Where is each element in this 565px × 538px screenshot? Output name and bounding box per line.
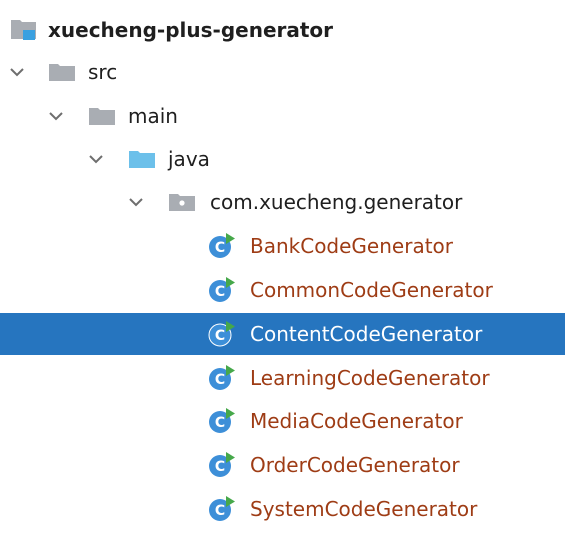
main-label: main (128, 104, 178, 128)
class-label: MediaCodeGenerator (250, 409, 463, 433)
tree-row-class-selected[interactable]: C ContentCodeGenerator (0, 313, 565, 355)
tree-row-main[interactable]: main (0, 96, 565, 136)
tree-row-src[interactable]: src (0, 52, 565, 92)
source-root-folder-icon (128, 145, 156, 173)
svg-text:C: C (215, 503, 225, 519)
src-label: src (88, 60, 118, 84)
svg-text:C: C (215, 459, 225, 475)
runnable-class-icon: C (208, 364, 236, 392)
chevron-down-icon[interactable] (127, 193, 145, 211)
runnable-class-icon: C (208, 495, 236, 523)
svg-text:C: C (215, 240, 225, 256)
svg-text:C: C (215, 372, 225, 388)
java-label: java (168, 147, 210, 171)
svg-text:C: C (215, 415, 225, 431)
class-label: OrderCodeGenerator (250, 453, 460, 477)
runnable-class-icon: C (208, 407, 236, 435)
class-label: ContentCodeGenerator (250, 322, 483, 346)
folder-icon (88, 102, 116, 130)
tree-row-class[interactable]: C MediaCodeGenerator (0, 401, 565, 441)
svg-text:C: C (215, 328, 225, 344)
runnable-class-icon: C (208, 276, 236, 304)
tree-row-java[interactable]: java (0, 139, 565, 179)
class-label: SystemCodeGenerator (250, 497, 478, 521)
package-label: com.xuecheng.generator (210, 190, 463, 214)
class-label: CommonCodeGenerator (250, 278, 493, 302)
class-label: LearningCodeGenerator (250, 366, 490, 390)
tree-row-class[interactable]: C SystemCodeGenerator (0, 489, 565, 529)
module-folder-icon (10, 16, 38, 44)
package-folder-icon (168, 188, 196, 216)
tree-row-class[interactable]: C BankCodeGenerator (0, 226, 565, 266)
tree-row-module[interactable]: xuecheng-plus-generator (0, 10, 565, 50)
chevron-down-icon[interactable] (87, 150, 105, 168)
tree-row-class[interactable]: C LearningCodeGenerator (0, 358, 565, 398)
chevron-down-icon[interactable] (47, 107, 65, 125)
folder-icon (48, 58, 76, 86)
runnable-class-icon: C (208, 232, 236, 260)
svg-text:C: C (215, 284, 225, 300)
tree-row-class[interactable]: C CommonCodeGenerator (0, 270, 565, 310)
module-label: xuecheng-plus-generator (48, 18, 334, 42)
runnable-class-icon: C (208, 451, 236, 479)
runnable-class-icon: C (208, 320, 236, 348)
tree-row-class[interactable]: C OrderCodeGenerator (0, 445, 565, 485)
tree-row-package[interactable]: com.xuecheng.generator (0, 182, 565, 222)
chevron-down-icon[interactable] (8, 63, 26, 81)
class-label: BankCodeGenerator (250, 234, 453, 258)
